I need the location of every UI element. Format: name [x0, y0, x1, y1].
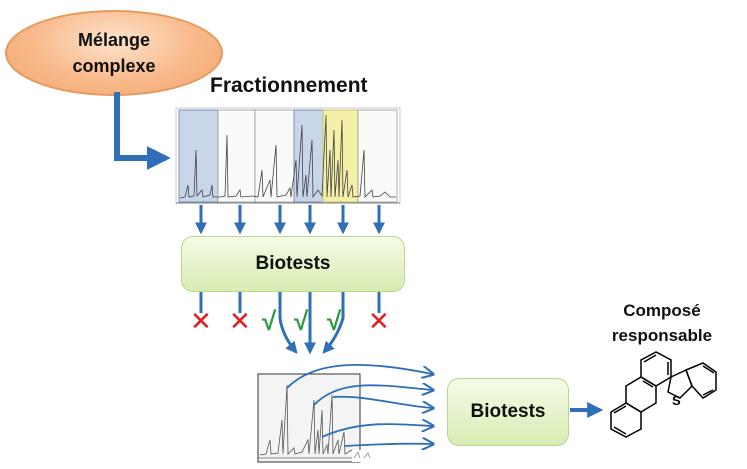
responsible-compound-label: Composé responsable — [611, 301, 713, 345]
biotests-main-label: Biotests — [255, 253, 331, 274]
peak-arrow-2 — [313, 385, 432, 406]
peak-arrow-3 — [332, 395, 432, 408]
biotests-box-second: Biotests — [447, 378, 569, 446]
biotests-box-main: Biotests — [181, 236, 405, 292]
fraction-band-4 — [293, 109, 324, 203]
benzothiophene-structure-icon — [610, 351, 717, 438]
fractionation-title: Fractionnement — [210, 74, 368, 97]
peak-arrow-4 — [321, 424, 432, 438]
chromatogram-trace-2 — [259, 384, 359, 456]
complex-mixture-node: Mélange complexe — [5, 10, 223, 96]
result-mark-6: ✕ — [368, 306, 390, 336]
fraction-arrows — [195, 205, 385, 235]
sulfur-atom-label: S — [672, 393, 681, 408]
result-arrow-5 — [322, 292, 345, 354]
fraction-band-3 — [254, 109, 295, 203]
peak-arrow-1 — [286, 364, 432, 389]
result-mark-3: √ — [262, 306, 277, 336]
active-fraction-chromatogram — [257, 373, 392, 463]
result-mark-2: ✕ — [229, 306, 251, 336]
result-mark-5: √ — [327, 306, 342, 336]
peak-arrows — [286, 364, 432, 446]
result-arrows — [199, 292, 381, 355]
mixture-to-fractionation-arrow — [114, 92, 171, 170]
complex-mixture-label: Mélange complexe — [72, 30, 156, 76]
fraction-band-2 — [217, 109, 256, 203]
result-mark-4: √ — [294, 306, 309, 336]
fractionation-chromatogram — [175, 107, 401, 204]
peak-arrow-5 — [344, 444, 432, 446]
chromatogram-trace-1 — [179, 114, 396, 199]
result-mark-1: ✕ — [190, 306, 212, 336]
biotests-second-label: Biotests — [470, 401, 546, 422]
result-arrow-3 — [278, 292, 298, 354]
